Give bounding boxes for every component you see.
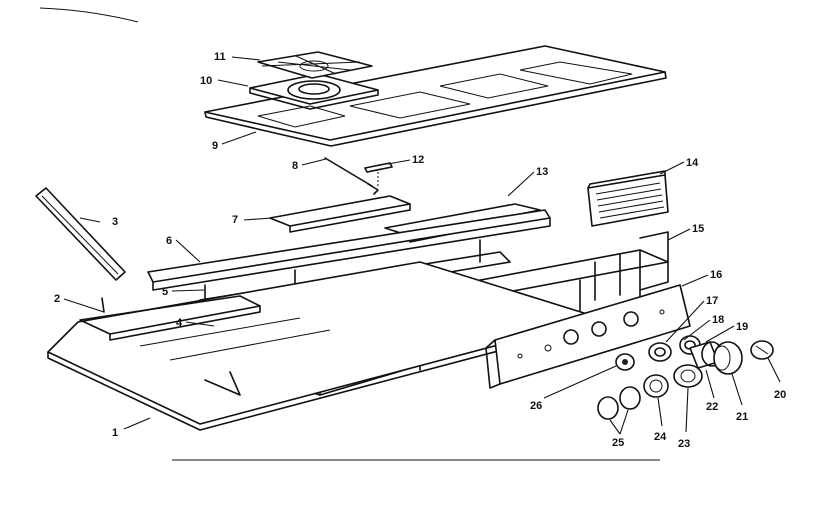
knob-20 [750,340,774,360]
cooktop-panel [204,45,667,147]
label-1: 1 [112,427,118,439]
vent-grille [587,170,669,227]
part-26 [615,353,635,371]
label-25: 25 [612,437,624,449]
label-9: 9 [212,140,218,152]
label-14: 14 [686,157,699,169]
part-23 [673,364,703,388]
label-20: 20 [774,389,786,401]
label-15: 15 [692,223,704,235]
burner-grate [257,51,373,79]
label-18: 18 [712,314,724,326]
label-26: 26 [530,400,542,412]
knobs-25 [597,386,641,420]
clip [364,162,393,188]
label-7: 7 [232,214,238,226]
leader-lines [63,56,781,435]
label-13: 13 [536,166,548,178]
label-19: 19 [736,321,748,333]
label-17: 17 [706,295,718,307]
label-22: 22 [706,401,718,413]
label-24: 24 [654,431,667,443]
top-bracket [269,195,411,233]
label-2: 2 [54,293,60,305]
label-12: 12 [412,154,424,166]
side-strip [35,187,126,281]
label-10: 10 [200,75,212,87]
igniter-rod [324,157,379,195]
part-24 [643,374,669,398]
control-panel [485,284,691,389]
label-8: 8 [292,160,298,172]
valve-17 [648,342,672,362]
part-labels: 11 10 9 8 12 13 14 3 7 6 5 2 4 15 16 17 … [54,51,786,450]
label-3: 3 [112,216,118,228]
label-5: 5 [162,286,168,298]
label-6: 6 [166,235,172,247]
burner-assembly [249,73,379,110]
label-4: 4 [176,317,183,329]
label-21: 21 [736,411,748,423]
label-16: 16 [710,269,722,281]
stray-line [39,7,139,23]
label-23: 23 [678,438,690,450]
label-11: 11 [214,51,226,63]
knob-21 [713,341,743,375]
